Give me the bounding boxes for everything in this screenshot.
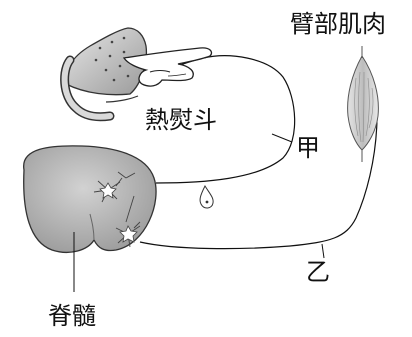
spinal-cord-label: 脊髓 bbox=[48, 302, 96, 330]
iron-label: 熱熨斗 bbox=[145, 106, 217, 134]
arm-muscle-label: 臂部肌肉 bbox=[290, 10, 386, 38]
arm-muscle-illustration bbox=[347, 46, 379, 162]
nerve-pathways bbox=[139, 55, 378, 250]
hand-illustration bbox=[122, 47, 213, 87]
spinal-cord-section bbox=[23, 145, 157, 254]
receptor-drop bbox=[199, 184, 214, 209]
leader-lines bbox=[73, 133, 325, 292]
nerve-a-label: 甲 bbox=[296, 134, 320, 162]
neuron-cells bbox=[93, 171, 141, 248]
iron-illustration bbox=[60, 27, 148, 122]
nerve-b-label: 乙 bbox=[306, 258, 330, 286]
neuron-bodies bbox=[99, 182, 138, 243]
